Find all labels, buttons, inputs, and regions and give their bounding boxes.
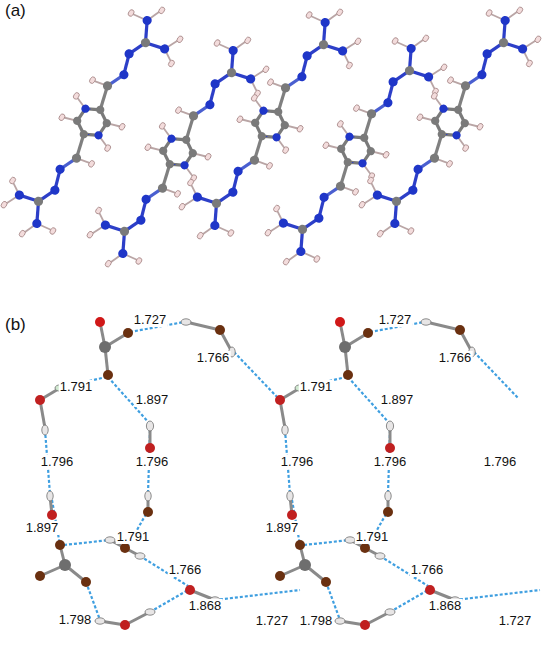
molecule-stack bbox=[0, 0, 550, 284]
bond-distance: 1.798 bbox=[58, 613, 93, 627]
bond-distance: 1.796 bbox=[135, 455, 170, 469]
bond-distance: 1.766 bbox=[196, 351, 231, 365]
bond-distance: 1.791 bbox=[116, 530, 151, 544]
bond-distance: 1.727 bbox=[498, 614, 533, 628]
bond-distance: 1.766 bbox=[168, 563, 203, 577]
bond-distance: 1.796 bbox=[40, 455, 75, 469]
bond-distance: 1.868 bbox=[188, 599, 223, 613]
bond-distance: 1.791 bbox=[59, 380, 94, 394]
bond-distance: 1.868 bbox=[428, 599, 463, 613]
bond-distance: 1.897 bbox=[380, 393, 415, 407]
bond-distance: 1.897 bbox=[25, 521, 60, 535]
bond-distance: 1.791 bbox=[299, 380, 334, 394]
bond-distance: 1.796 bbox=[483, 455, 518, 469]
bond-distance: 1.766 bbox=[438, 351, 473, 365]
bond-distance: 1.766 bbox=[410, 563, 445, 577]
bond-distance: 1.798 bbox=[299, 614, 334, 628]
bond-distance: 1.897 bbox=[135, 393, 170, 407]
bond-distance: 1.727 bbox=[378, 313, 413, 327]
bond-distance: 1.796 bbox=[373, 455, 408, 469]
bond-distance: 1.727 bbox=[255, 614, 290, 628]
panel-label: (a) bbox=[4, 4, 27, 18]
panel-label: (b) bbox=[4, 318, 27, 332]
hydrogen-bond-network bbox=[35, 317, 540, 630]
bond-distance: 1.897 bbox=[265, 521, 300, 535]
bond-distance: 1.796 bbox=[280, 455, 315, 469]
bond-distance: 1.791 bbox=[355, 530, 390, 544]
bond-distance: 1.727 bbox=[133, 313, 168, 327]
